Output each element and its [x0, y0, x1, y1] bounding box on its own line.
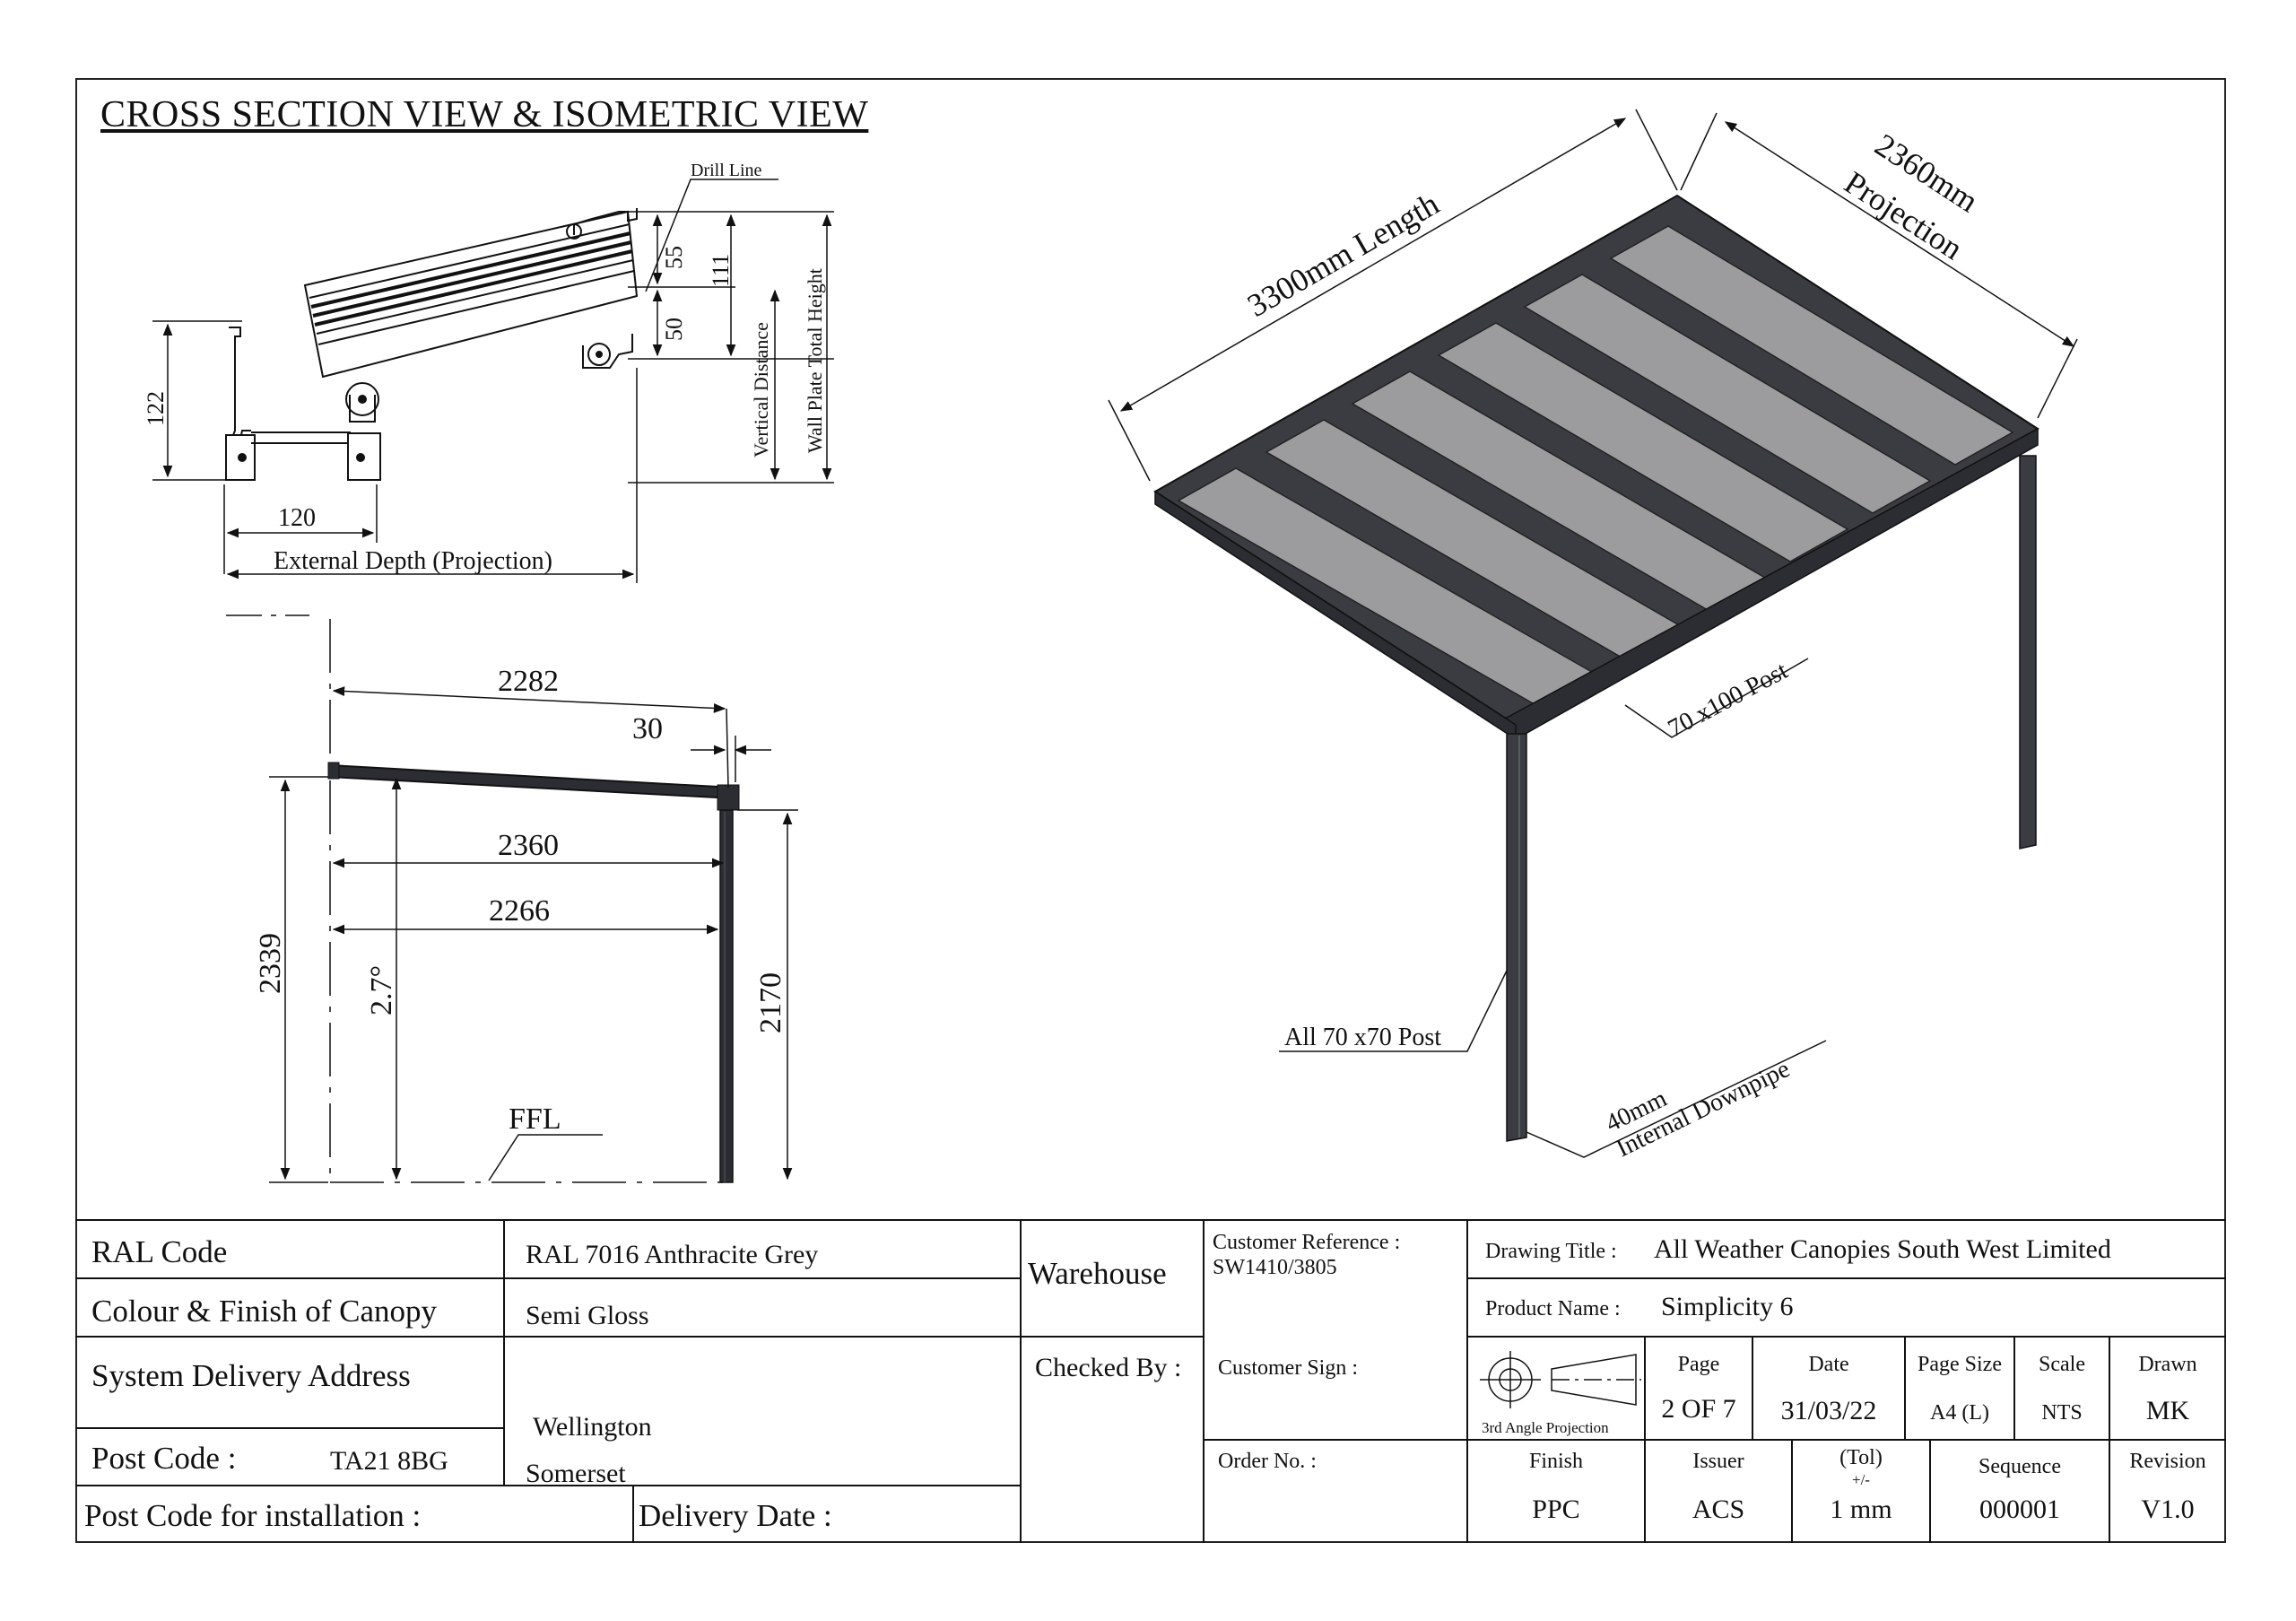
- ffl-label: FFL: [509, 1102, 561, 1136]
- order-no-label: Order No. :: [1218, 1450, 1317, 1473]
- profile-cross-section: [225, 208, 639, 481]
- dim-111: 111: [708, 254, 734, 287]
- dim-2282: 2282: [498, 665, 559, 698]
- address-line-1: Wellington: [533, 1412, 652, 1442]
- projection-caption: 3rd Angle Projection: [1482, 1419, 1609, 1436]
- drawing-frame: [75, 78, 2226, 1543]
- dim-2360: 2360: [498, 829, 559, 862]
- side-elevation: [226, 614, 740, 1183]
- scale-label: Scale: [2039, 1353, 2085, 1376]
- finish-value: PPC: [1532, 1495, 1580, 1524]
- postcode-label: Post Code :: [91, 1441, 237, 1476]
- colour-finish-label: Colour & Finish of Canopy: [91, 1294, 438, 1329]
- issuer-label: Issuer: [1692, 1450, 1744, 1473]
- projection-symbol: [1480, 1351, 1641, 1408]
- external-depth-label: External Depth (Projection): [274, 547, 552, 575]
- page-label: Page: [1677, 1353, 1720, 1376]
- product-name-label: Product Name :: [1485, 1297, 1621, 1320]
- product-name-value: Simplicity 6: [1661, 1292, 1794, 1321]
- vertical-distance-label: Vertical Distance: [750, 322, 772, 458]
- customer-ref-value: SW1410/3805: [1213, 1256, 1337, 1279]
- delivery-date-label: Delivery Date :: [639, 1498, 832, 1533]
- colour-finish-value: Semi Gloss: [526, 1301, 649, 1330]
- date-value: 31/03/22: [1780, 1396, 1877, 1425]
- post-all-label: All 70 x70 Post: [1284, 1024, 1441, 1051]
- isometric-dimensions: [1108, 109, 2078, 1158]
- page-value: 2 OF 7: [1661, 1394, 1736, 1424]
- title-block-grid: [75, 1219, 2226, 1543]
- address-line-2: Somerset: [526, 1459, 626, 1488]
- revision-value: V1.0: [2141, 1495, 2195, 1524]
- tol-value: 1 mm: [1830, 1495, 1892, 1524]
- dim-55: 55: [661, 246, 687, 269]
- customer-ref-label: Customer Reference :: [1213, 1231, 1401, 1254]
- customer-sign-label: Customer Sign :: [1218, 1356, 1359, 1380]
- ral-code-value: RAL 7016 Anthracite Grey: [526, 1240, 819, 1269]
- delivery-address-label: System Delivery Address: [91, 1358, 411, 1393]
- post-main-label: 70 x100 Post: [1664, 657, 1793, 743]
- finish-label: Finish: [1528, 1450, 1584, 1473]
- isometric-view: [1153, 194, 2039, 1142]
- angle-label: 2.7°: [365, 965, 398, 1015]
- drawing-title-label: Drawing Title :: [1485, 1240, 1617, 1263]
- drawing-heading: CROSS SECTION VIEW & ISOMETRIC VIEW: [100, 94, 869, 135]
- revision-label: Revision: [2129, 1450, 2206, 1473]
- page-size-value: A4 (L): [1930, 1401, 1989, 1425]
- ral-code-label: RAL Code: [91, 1234, 228, 1269]
- postcode-install-label: Post Code for installation :: [84, 1498, 422, 1533]
- dim-2266: 2266: [489, 894, 550, 928]
- dim-2339: 2339: [254, 933, 287, 994]
- dim-2170: 2170: [754, 972, 787, 1033]
- tol-label: (Tol): [1839, 1446, 1883, 1469]
- issuer-value: ACS: [1692, 1495, 1745, 1524]
- dim-120: 120: [278, 504, 316, 532]
- drawing-title-value: All Weather Canopies South West Limited: [1654, 1234, 2111, 1264]
- sequence-label: Sequence: [1979, 1455, 2061, 1478]
- dim-30: 30: [632, 712, 663, 745]
- sequence-value: 000001: [1979, 1495, 2060, 1524]
- dim-122: 122: [143, 391, 169, 426]
- dim-50: 50: [661, 318, 687, 341]
- page-size-label: Page Size: [1918, 1353, 2002, 1376]
- side-dimensions: [269, 686, 798, 1183]
- scale-value: NTS: [2041, 1401, 2083, 1425]
- profile-dimensions: [152, 179, 834, 583]
- length-label: 3300mm Length: [1241, 186, 1445, 324]
- wall-plate-height-label: Wall Plate Total Height: [804, 268, 826, 453]
- drawn-value: MK: [2145, 1396, 2190, 1425]
- warehouse-label: Warehouse: [1028, 1256, 1167, 1291]
- drill-line-label: Drill Line: [691, 161, 762, 180]
- tol-plus-minus: +/-: [1852, 1471, 1870, 1488]
- drawn-label: Drawn: [2138, 1353, 2197, 1376]
- date-label: Date: [1808, 1353, 1849, 1376]
- checked-by-label: Checked By :: [1035, 1353, 1182, 1382]
- postcode-value: TA21 8BG: [330, 1446, 448, 1476]
